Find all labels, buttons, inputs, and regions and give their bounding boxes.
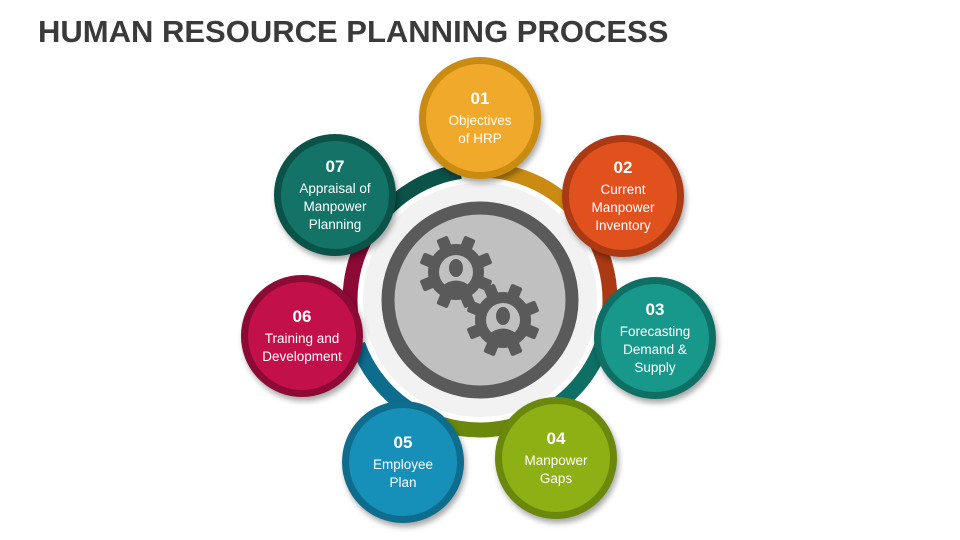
step-label: Objectives of HRP — [448, 112, 512, 146]
step-number: 02 — [613, 157, 633, 177]
step-label: Training and Development — [262, 330, 342, 364]
step-number: 03 — [645, 299, 665, 319]
gear-tooth — [436, 291, 453, 308]
gears-with-people-icon — [420, 236, 539, 356]
gear-tooth — [420, 252, 437, 269]
gear-tooth — [420, 275, 437, 292]
gear-tooth — [506, 339, 523, 356]
gear-tooth — [467, 323, 484, 340]
step-label: Manpower Gaps — [524, 452, 588, 486]
gear-tooth — [522, 300, 539, 317]
gear-tooth — [522, 323, 539, 340]
step-number: 01 — [470, 88, 490, 108]
step-number: 04 — [546, 428, 566, 448]
step-number: 06 — [292, 306, 312, 326]
gear-tooth — [475, 252, 492, 269]
step-label: Employee Plan — [372, 456, 434, 490]
gear-tooth — [483, 284, 500, 301]
gear-tooth — [506, 284, 523, 301]
step-number: 07 — [325, 156, 345, 176]
gear-tooth — [436, 236, 453, 253]
step-number: 05 — [393, 432, 413, 452]
gear-tooth — [483, 339, 500, 356]
page-title: HUMAN RESOURCE PLANNING PROCESS — [38, 14, 669, 49]
step-label: Current Manpower Inventory — [591, 181, 655, 233]
step-label: Appraisal of Manpower Planning — [299, 180, 371, 232]
step-label: Forecasting Demand & Supply — [619, 323, 691, 375]
center-circle — [381, 201, 579, 399]
gear-tooth — [467, 300, 484, 317]
gear-tooth — [459, 236, 476, 253]
